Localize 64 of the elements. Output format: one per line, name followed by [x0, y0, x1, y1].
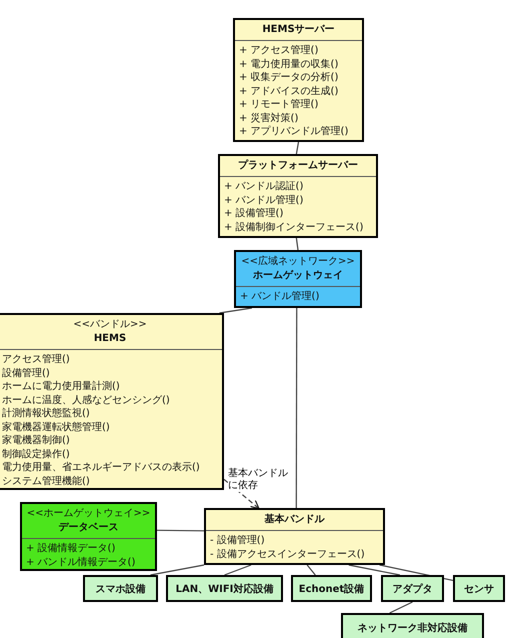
class-name: データベース [58, 521, 120, 535]
method-label: + 収集データの分析() [239, 71, 340, 84]
method-label: + アプリバンドル管理() [239, 125, 350, 138]
method-label: - 設備アクセスインターフェース() [210, 548, 366, 561]
connector-line [296, 308, 298, 508]
class-name: HEMSサーバー [261, 23, 336, 37]
device-label: LAN、WIFI対応設備 [176, 582, 274, 596]
method-label: + 電力使用量の収集() [239, 58, 340, 71]
connector-line [296, 142, 300, 154]
device-box [453, 575, 505, 602]
method-label: + アドバイスの生成() [239, 84, 340, 98]
device-label: アダプタ [392, 582, 432, 596]
method-label: 設備管理() [2, 366, 51, 380]
device-box [381, 575, 444, 602]
device-box [166, 575, 283, 602]
stereotype-label: <<バンドル>> [72, 318, 148, 332]
connector-line [296, 238, 299, 250]
class-box [218, 154, 378, 238]
method-label: - 設備管理() [210, 534, 266, 548]
method-label: + 設備情報データ() [26, 542, 116, 556]
device-label: ネットワーク非対応設備 [358, 621, 468, 635]
class-name: ホームゲットウェイ [252, 269, 344, 283]
method-label: ホームに温度、人感などセンシング() [2, 394, 171, 407]
device-label: スマホ設備 [96, 582, 146, 596]
method-label: + バンドル管理() [224, 194, 304, 207]
method-label: + バンドル認証() [224, 180, 304, 194]
connector-line [389, 601, 413, 614]
device-box [83, 575, 158, 602]
class-name: 基本バンドル [264, 513, 326, 527]
device-box [291, 575, 372, 602]
method-label: + バンドル管理() [240, 290, 320, 304]
method-label: + 設備管理() [224, 207, 284, 220]
class-box [20, 502, 157, 571]
class-box [204, 508, 385, 565]
method-label: ホームに電力使用量計測() [2, 380, 121, 394]
method-label: + 災害対策() [239, 112, 300, 125]
class-box [234, 250, 362, 308]
connector-line [224, 564, 252, 576]
dependency-arrow [224, 478, 260, 510]
class-name: HEMS [92, 332, 128, 346]
method-label: アクセス管理() [2, 353, 71, 366]
method-label: 計測情報状態監視() [2, 407, 91, 420]
stereotype-label: <<広域ネットワーク>> [240, 255, 356, 269]
class-name: プラットフォームサーバー [237, 159, 359, 173]
class-box [233, 18, 364, 142]
method-label: 家電機器運転状態管理() [2, 420, 111, 434]
method-label: + リモート管理() [239, 98, 320, 112]
connector-line [306, 564, 316, 576]
method-label: 電力使用量、省エネルギーアドバスの表示() [2, 461, 201, 474]
stereotype-label: <<ホームゲットウェイ>> [26, 507, 152, 521]
method-label: システム管理機能() [2, 474, 91, 488]
device-label: Echonet設備 [298, 582, 364, 596]
device-label: センサ [464, 582, 494, 596]
class-box [0, 313, 224, 490]
connector-line [348, 564, 400, 576]
connector-line [150, 564, 204, 576]
method-label: + 設備制御インターフェース() [224, 220, 364, 234]
method-label: 家電機器制御() [2, 434, 71, 448]
connector-line [219, 307, 252, 314]
method-label: + アクセス管理() [239, 44, 320, 58]
device-box [341, 613, 484, 638]
method-label: 制御設定操作() [2, 448, 71, 461]
method-label: + バンドル情報データ() [26, 556, 136, 569]
connector-line [157, 530, 204, 532]
